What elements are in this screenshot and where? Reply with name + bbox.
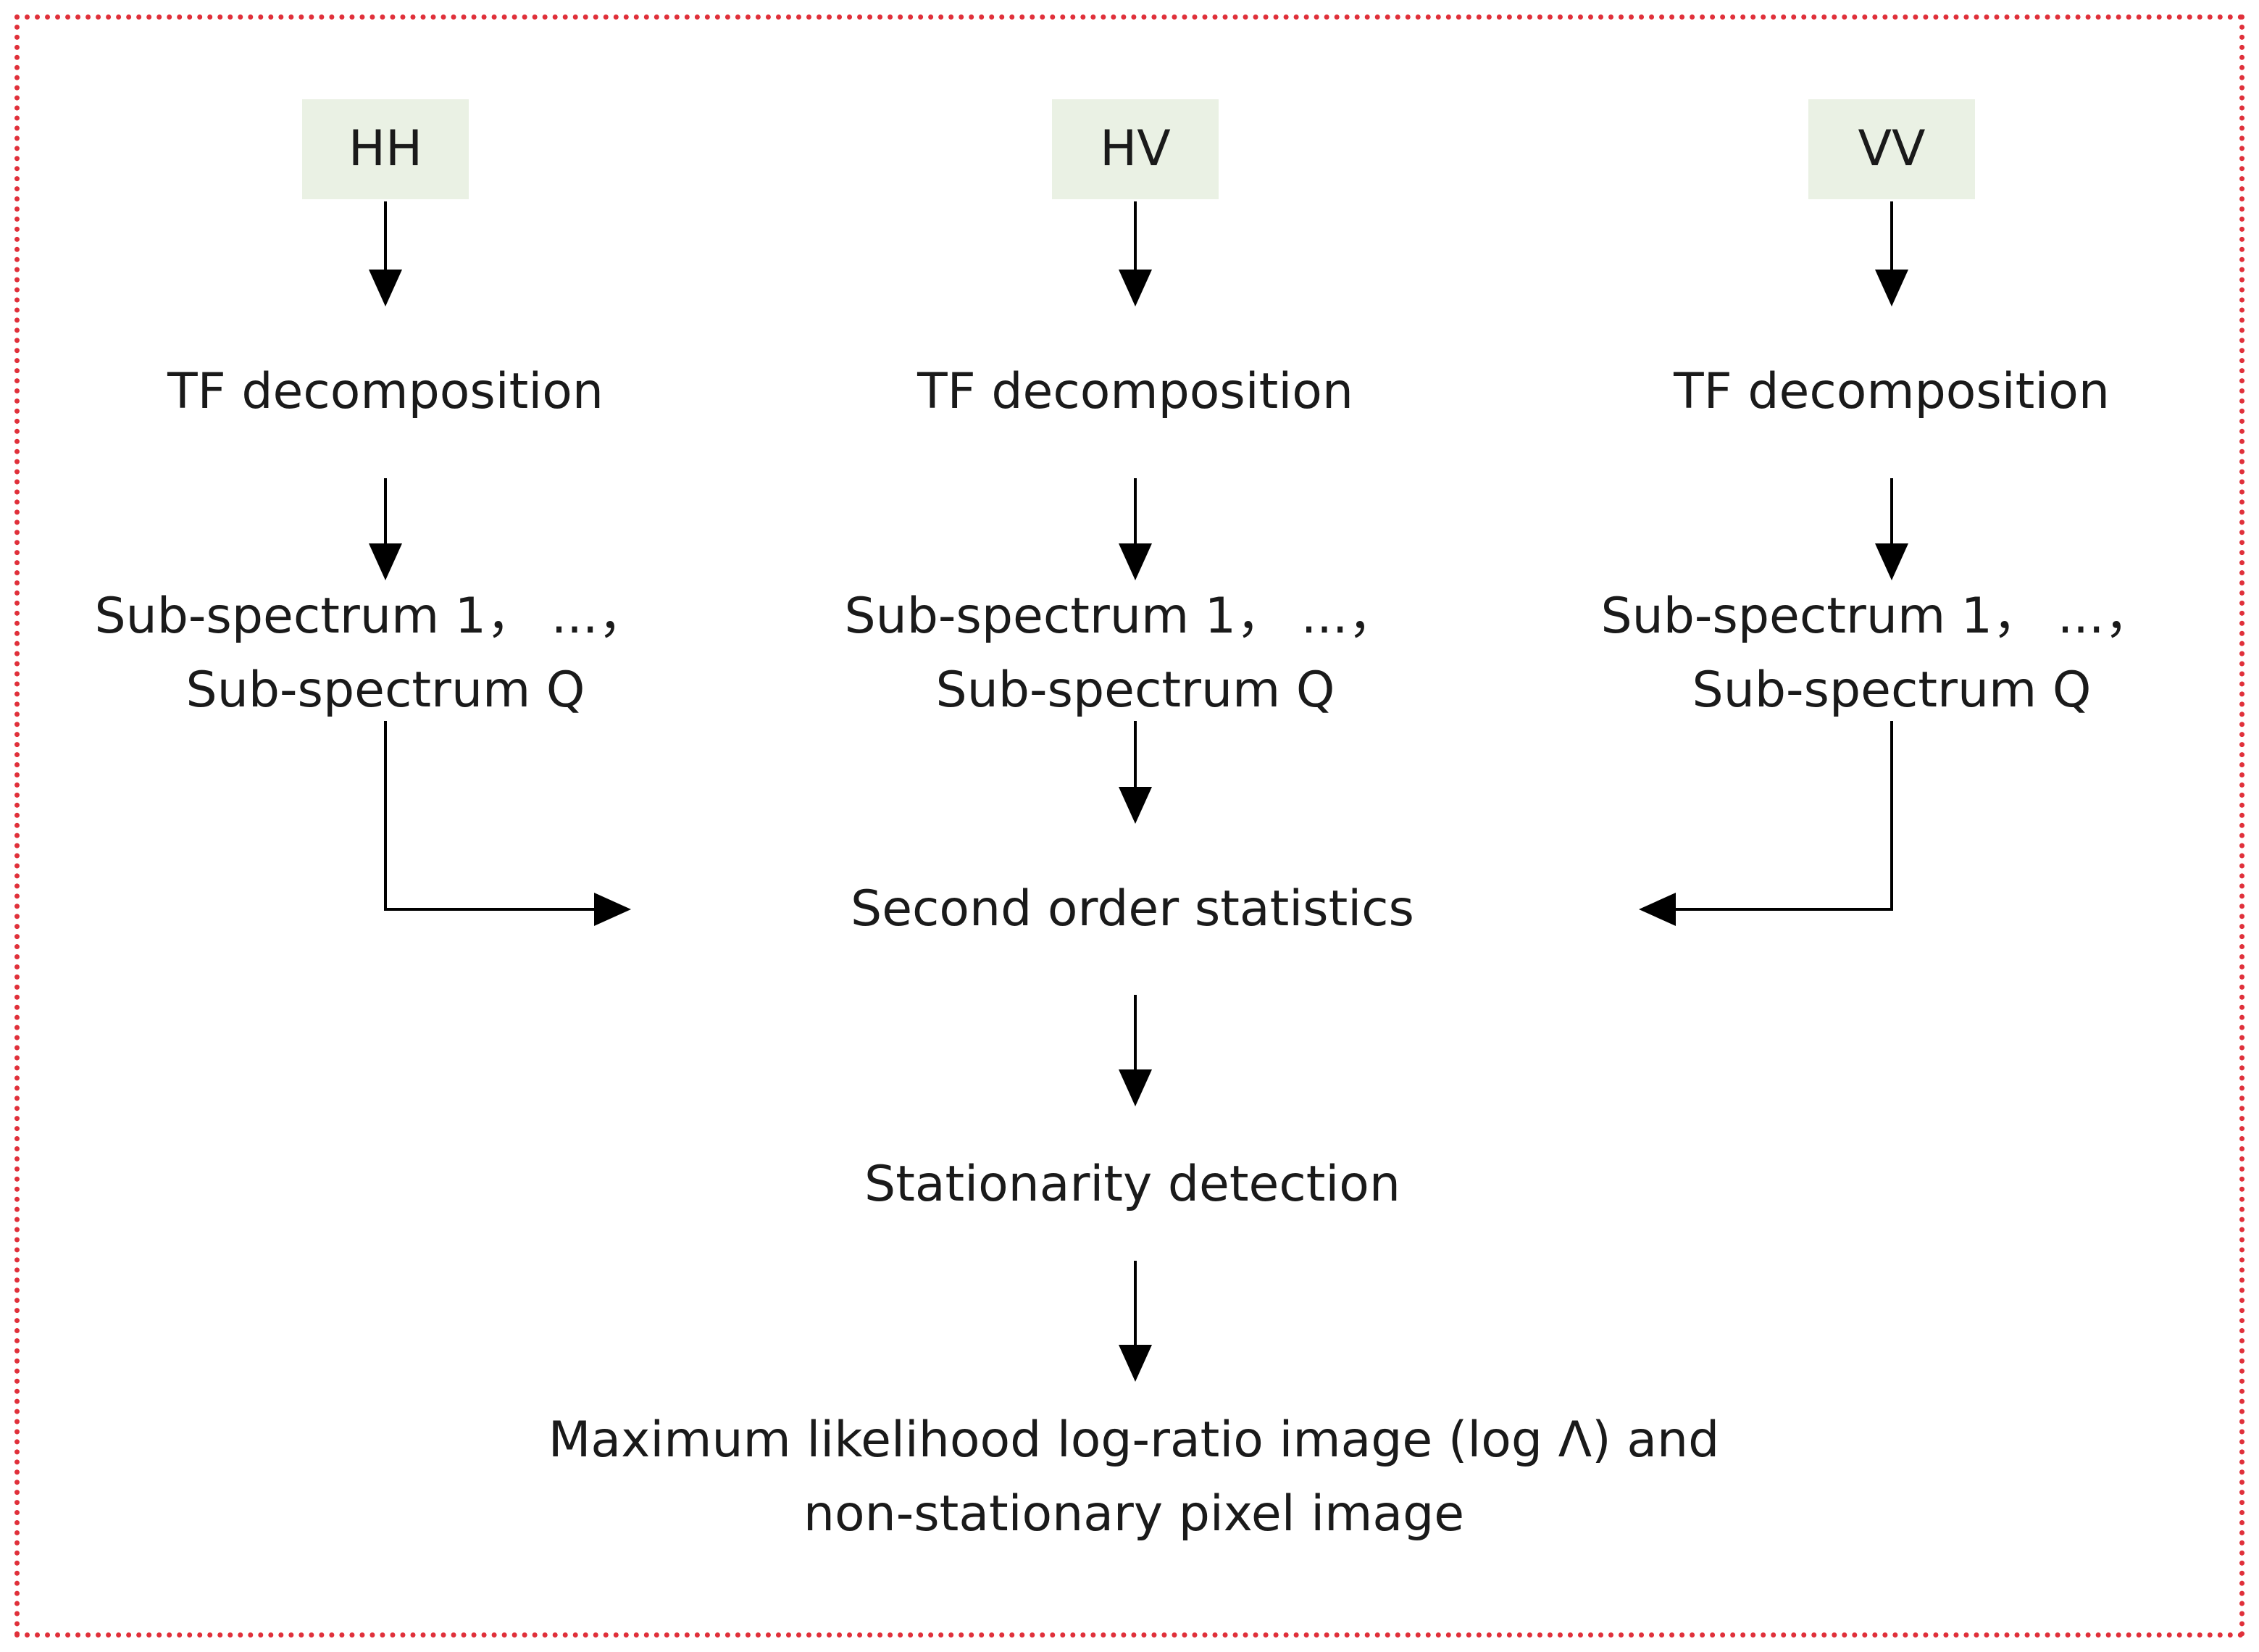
arrow-tf-vv-to-subspectrum-head <box>1875 543 1908 580</box>
arrow-tf-hh-to-subspectrum-head <box>369 543 402 580</box>
arrow-hv-subspectrum-to-statistics-head <box>1119 787 1152 824</box>
sub-spectrum-hh-line2: Sub-spectrum Q <box>185 662 585 719</box>
output-result: Maximum likelihood log-ratio image (log … <box>548 1403 1720 1551</box>
arrow-hv-to-tf-head <box>1119 270 1152 306</box>
tf-decomposition-hv: TF decomposition <box>917 363 1353 420</box>
sub-spectrum-hv-line2: Sub-spectrum Q <box>935 662 1335 719</box>
input-hh-label: HH <box>348 120 423 178</box>
second-order-statistics: Second order statistics <box>851 880 1414 938</box>
sub-spectrum-vv: Sub-spectrum 1， ...， Sub-spectrum Q <box>1600 580 2153 727</box>
sub-spectrum-hv-line1: Sub-spectrum 1， ...， <box>844 588 1398 645</box>
input-vv-label: VV <box>1858 120 1926 178</box>
input-hv-label: HV <box>1100 120 1171 178</box>
tf-decomposition-hh: TF decomposition <box>167 363 604 420</box>
diagram-frame <box>14 14 2245 1638</box>
sub-spectrum-vv-line2: Sub-spectrum Q <box>1692 662 2092 719</box>
tf-decomposition-vv: TF decomposition <box>1674 363 2110 420</box>
arrow-hh-subspectrum-to-statistics-head <box>594 893 631 926</box>
sub-spectrum-hv: Sub-spectrum 1， ...， Sub-spectrum Q <box>844 580 1397 727</box>
input-hh-box: HH <box>302 99 469 199</box>
input-vv-box: VV <box>1808 99 1975 199</box>
sub-spectrum-hh: Sub-spectrum 1， ...， Sub-spectrum Q <box>94 580 647 727</box>
sub-spectrum-hh-line1: Sub-spectrum 1， ...， <box>94 588 648 645</box>
arrow-hh-to-tf-head <box>369 270 402 306</box>
arrow-vv-to-tf-head <box>1875 270 1908 306</box>
arrow-statistics-to-stationarity-head <box>1119 1069 1152 1106</box>
output-result-line1: Maximum likelihood log-ratio image (log … <box>548 1411 1720 1469</box>
arrow-stationarity-to-output-head <box>1119 1345 1152 1382</box>
stationarity-detection: Stationarity detection <box>864 1156 1400 1213</box>
arrow-vv-subspectrum-to-statistics <box>1674 721 1893 911</box>
output-result-line2: non-stationary pixel image <box>803 1485 1465 1543</box>
input-hv-box: HV <box>1052 99 1219 199</box>
arrow-tf-hv-to-subspectrum-head <box>1119 543 1152 580</box>
arrow-vv-subspectrum-to-statistics-head <box>1639 893 1676 926</box>
arrow-hh-subspectrum-to-statistics <box>384 721 596 911</box>
sub-spectrum-vv-line1: Sub-spectrum 1， ...， <box>1600 588 2154 645</box>
